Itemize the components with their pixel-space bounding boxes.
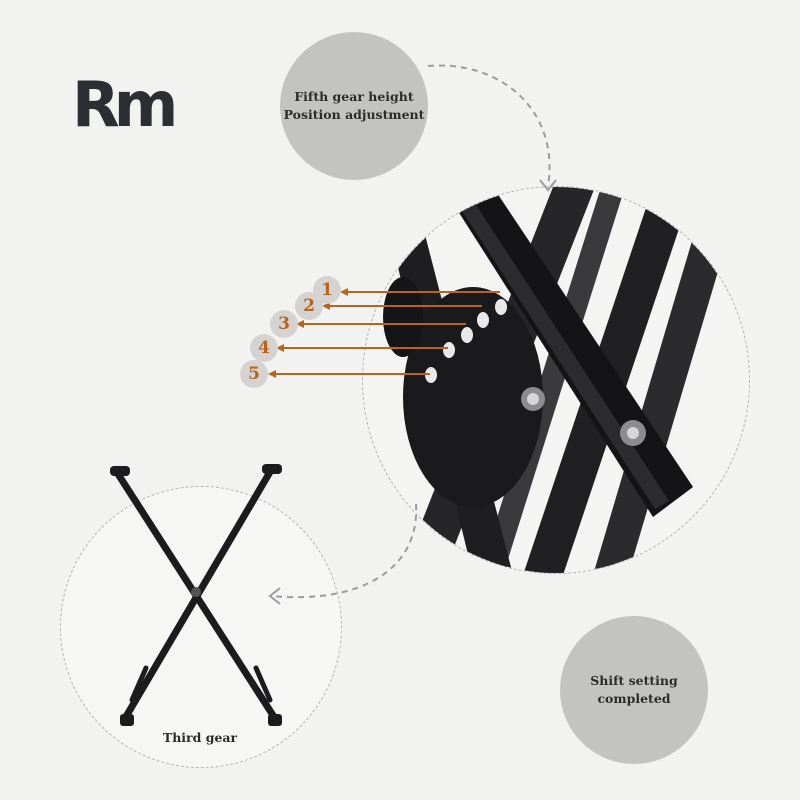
callout-shift-completed: Shift setting completed: [560, 616, 708, 764]
brand-logo: Rm: [72, 68, 178, 141]
crossbar-detail-illustration: [383, 187, 743, 573]
stand-view-circle: [60, 486, 342, 768]
callout-bottom-line1: Shift setting: [590, 673, 678, 688]
callout-bottom-line2: completed: [597, 691, 671, 706]
gear-number-2: 2: [295, 292, 323, 320]
gear-number-5: 5: [240, 360, 268, 388]
callout-height-adjustment: Fifth gear height Position adjustment: [280, 32, 428, 180]
callout-top-line2: Position adjustment: [283, 107, 425, 122]
stand-caption: Third gear: [162, 730, 238, 745]
gear-number-3: 3: [270, 310, 298, 338]
gear-number-4: 4: [250, 334, 278, 362]
callout-top-line1: Fifth gear height: [294, 89, 414, 104]
detail-zoom-circle: [362, 186, 750, 574]
